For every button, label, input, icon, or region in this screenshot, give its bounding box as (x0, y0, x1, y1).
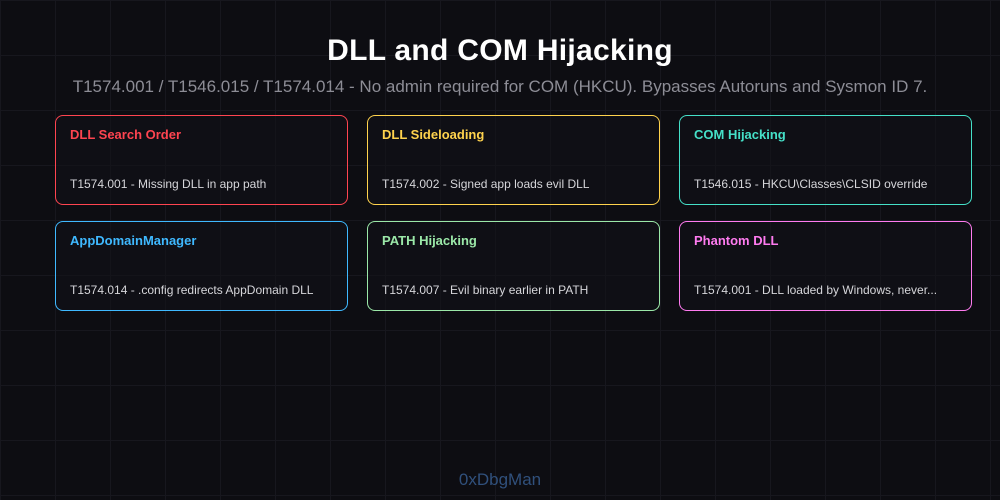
card-description: T1574.014 - .config redirects AppDomain … (70, 283, 314, 297)
card-dll-sideloading: DLL Sideloading T1574.002 - Signed app l… (367, 115, 660, 205)
card-title: Phantom DLL (694, 233, 779, 248)
footer-credit: 0xDbgMan (458, 470, 542, 489)
page-title: DLL and COM Hijacking (327, 34, 673, 67)
card-com-hijacking: COM Hijacking T1546.015 - HKCU\Classes\C… (679, 115, 972, 205)
card-description: T1574.001 - Missing DLL in app path (70, 177, 267, 191)
card-description: T1574.007 - Evil binary earlier in PATH (382, 283, 589, 297)
card-title: COM Hijacking (694, 127, 786, 142)
card-description: T1574.002 - Signed app loads evil DLL (382, 177, 590, 191)
page-subtitle: T1574.001 / T1546.015 / T1574.014 - No a… (72, 77, 928, 96)
card-title: DLL Search Order (70, 127, 182, 142)
card-dll-search-order: DLL Search Order T1574.001 - Missing DLL… (55, 115, 348, 205)
cards-grid: DLL Search Order T1574.001 - Missing DLL… (55, 115, 972, 311)
card-title: DLL Sideloading (382, 127, 485, 142)
card-path-hijacking: PATH Hijacking T1574.007 - Evil binary e… (367, 221, 660, 311)
card-description: T1574.001 - DLL loaded by Windows, never… (694, 283, 938, 297)
card-phantom-dll: Phantom DLL T1574.001 - DLL loaded by Wi… (679, 221, 972, 311)
page: DLL and COM Hijacking T1574.001 / T1546.… (0, 0, 1000, 489)
card-appdomainmanager: AppDomainManager T1574.014 - .config red… (55, 221, 348, 311)
card-title: AppDomainManager (70, 233, 197, 248)
card-title: PATH Hijacking (382, 233, 477, 248)
card-description: T1546.015 - HKCU\Classes\CLSID override (694, 177, 928, 191)
